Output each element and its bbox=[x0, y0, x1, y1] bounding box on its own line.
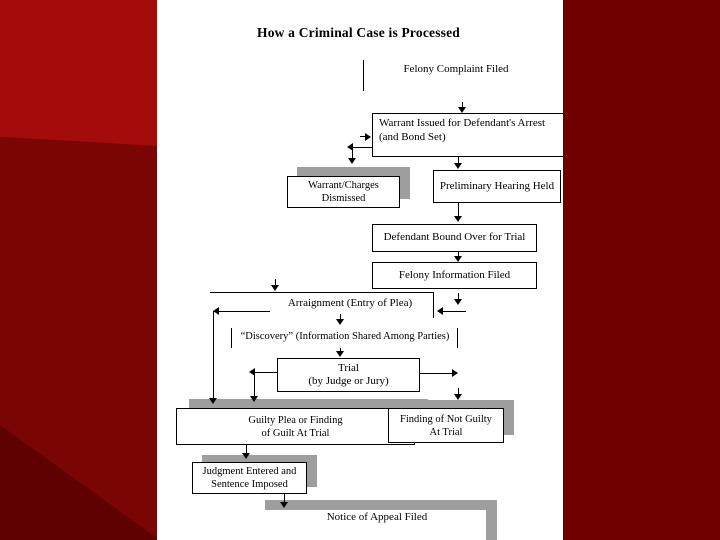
connector-line bbox=[458, 252, 459, 256]
left-band-dark-wedge bbox=[0, 425, 157, 540]
arrow-down-icon bbox=[454, 216, 462, 222]
connector-line bbox=[458, 293, 459, 299]
node-notice-of-appeal: Notice of Appeal Filed bbox=[297, 511, 457, 525]
connector-line bbox=[275, 279, 276, 285]
node-judgment-sentence: Judgment Entered and Sentence Imposed bbox=[192, 462, 307, 494]
arrow-down-icon bbox=[458, 107, 466, 113]
connector-line bbox=[458, 203, 459, 216]
discovery-left-line bbox=[231, 328, 232, 348]
node-label: Felony Complaint Filed bbox=[403, 63, 509, 75]
connector-line bbox=[218, 311, 270, 312]
node-label: “Discovery” (Information Shared Among Pa… bbox=[240, 331, 450, 342]
node-discovery: “Discovery” (Information Shared Among Pa… bbox=[233, 330, 457, 343]
node-arraignment: Arraignment (Entry of Plea) bbox=[255, 297, 445, 311]
arrow-down-icon bbox=[336, 319, 344, 325]
arrow-left-icon bbox=[347, 143, 353, 151]
node-label: Arraignment (Entry of Plea) bbox=[287, 297, 413, 309]
node-label: Trial (by Judge or Jury) bbox=[308, 361, 389, 388]
arrow-left-icon bbox=[437, 307, 443, 315]
node-label: Guilty Plea or Finding of Guilt At Trial bbox=[248, 414, 343, 439]
node-label: Warrant/Charges Dismissed bbox=[308, 180, 379, 204]
connector-line bbox=[284, 494, 285, 502]
arraignment-top-line bbox=[210, 292, 433, 293]
arrow-right-icon bbox=[365, 133, 371, 141]
slide-title: How a Criminal Case is Processed bbox=[257, 25, 461, 40]
right-red-band bbox=[563, 0, 720, 540]
node-label: Finding of Not Guilty At Trial bbox=[400, 413, 492, 438]
node-label: Defendant Bound Over for Trial bbox=[383, 231, 526, 244]
appeal-shadow-bar bbox=[265, 500, 497, 510]
connector-line bbox=[352, 147, 353, 158]
node-felony-information-filed: Felony Information Filed bbox=[372, 262, 537, 289]
node-trial: Trial (by Judge or Jury) bbox=[277, 358, 420, 392]
discovery-right-line bbox=[457, 328, 458, 348]
arrow-down-icon bbox=[271, 285, 279, 291]
arrow-down-icon bbox=[454, 299, 462, 305]
connector-line bbox=[458, 157, 459, 163]
node-warrant-charges-dismissed: Warrant/Charges Dismissed bbox=[287, 176, 400, 208]
node-warrant-issued: Warrant Issued for Defendant's Arrest (a… bbox=[372, 113, 564, 157]
connector-line bbox=[340, 348, 341, 351]
connector-line bbox=[246, 445, 247, 453]
left-red-band bbox=[0, 0, 157, 540]
connector-line bbox=[352, 147, 372, 148]
connector-line bbox=[462, 102, 463, 107]
arrow-right-icon bbox=[452, 369, 458, 377]
node-preliminary-hearing: Preliminary Hearing Held bbox=[433, 170, 561, 203]
arrow-down-icon bbox=[209, 398, 217, 404]
connector-line bbox=[254, 372, 277, 373]
arrow-down-icon bbox=[242, 453, 250, 459]
arrow-down-icon bbox=[454, 394, 462, 400]
connector-line bbox=[340, 314, 341, 319]
connector-line bbox=[458, 388, 459, 394]
appeal-shadow-bar bbox=[486, 500, 497, 540]
node-label: Notice of Appeal Filed bbox=[326, 511, 428, 523]
connector-line bbox=[443, 311, 466, 312]
node-label: Preliminary Hearing Held bbox=[439, 179, 555, 192]
node-defendant-bound-over: Defendant Bound Over for Trial bbox=[372, 224, 537, 252]
arrow-down-icon bbox=[250, 396, 258, 402]
node-label: Judgment Entered and Sentence Imposed bbox=[202, 466, 297, 490]
arrow-down-icon bbox=[336, 351, 344, 357]
left-band-highlight-shape bbox=[0, 0, 157, 146]
arrow-down-icon bbox=[348, 158, 356, 164]
connector-line bbox=[254, 372, 255, 396]
node-guilty-plea: Guilty Plea or Finding of Guilt At Trial bbox=[176, 408, 415, 445]
connector-line bbox=[363, 60, 364, 91]
arraignment-right-line bbox=[433, 292, 434, 318]
arrow-down-icon bbox=[454, 256, 462, 262]
connector-line bbox=[420, 373, 452, 374]
node-label: Warrant Issued for Defendant's Arrest (a… bbox=[379, 117, 546, 143]
connector-line bbox=[213, 311, 214, 398]
node-felony-complaint: Felony Complaint Filed bbox=[396, 63, 516, 77]
connector-line bbox=[360, 136, 365, 137]
arrow-down-icon bbox=[280, 502, 288, 508]
arrow-left-icon bbox=[213, 307, 219, 315]
arrow-down-icon bbox=[454, 163, 462, 169]
arrow-left-icon bbox=[249, 368, 255, 376]
node-label: Felony Information Filed bbox=[398, 268, 511, 281]
node-not-guilty: Finding of Not Guilty At Trial bbox=[388, 408, 504, 443]
